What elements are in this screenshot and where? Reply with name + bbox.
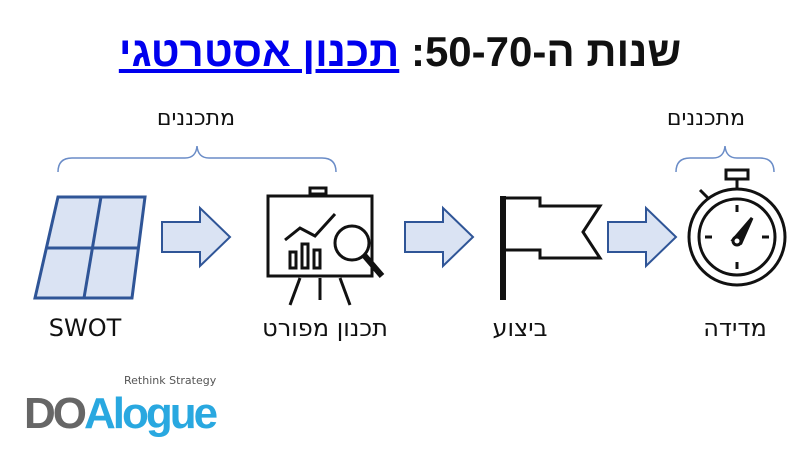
group-label-planners-right: מתכננים <box>666 106 746 131</box>
step-label-execution: ביצוע <box>492 314 548 342</box>
title-link[interactable]: תכנון אסטרטגי <box>118 28 400 75</box>
doalogue-logo: Rethink Strategy DOAlogue <box>24 374 244 444</box>
stopwatch-icon <box>687 168 787 287</box>
brace-right <box>675 145 775 173</box>
arrow-icon <box>404 205 475 269</box>
brace-left <box>57 145 337 173</box>
title-prefix: שנות ה-50-70: <box>410 28 682 75</box>
arrow-icon <box>607 205 678 269</box>
logo-wordmark: DOAlogue <box>24 389 218 438</box>
step-label-measurement: מדידה <box>703 314 767 342</box>
step-label-swot: SWOT <box>48 314 122 342</box>
group-label-planners-left: מתכננים <box>156 106 236 131</box>
arrow-icon <box>161 205 232 269</box>
logo-tagline: Rethink Strategy <box>124 374 217 387</box>
presentation-board-icon <box>266 186 385 306</box>
slide-title: שנות ה-50-70: תכנון אסטרטגי <box>0 28 800 76</box>
flag-icon <box>500 196 603 300</box>
step-label-detailed-planning: תכנון מפורט <box>262 314 388 342</box>
swot-grid-icon <box>33 195 147 300</box>
